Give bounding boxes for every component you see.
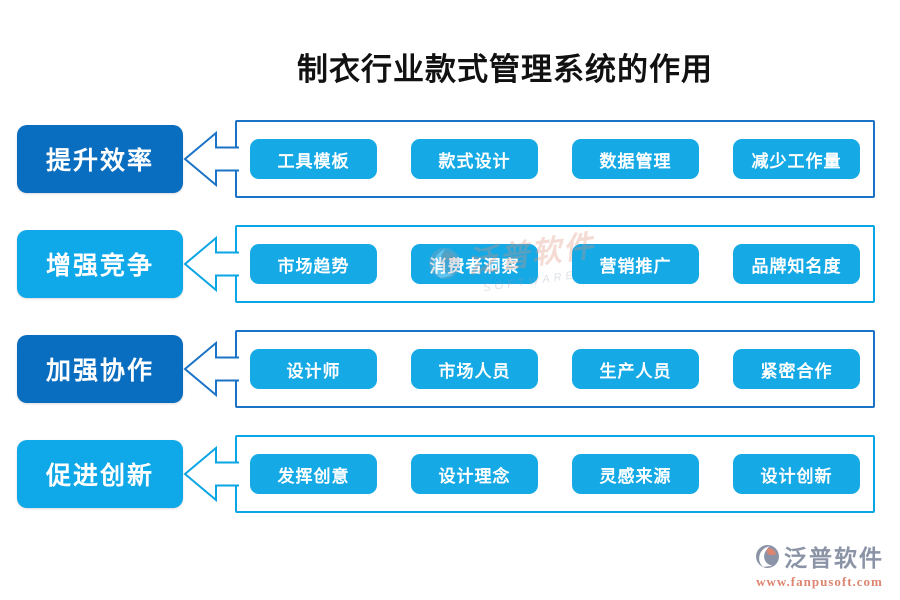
item-button: 品牌知名度 (733, 244, 860, 284)
page-title: 制衣行业款式管理系统的作用 (297, 52, 713, 88)
item-button: 紧密合作 (733, 349, 860, 389)
item-button: 消费者洞察 (411, 244, 538, 284)
benefit-label-text: 加强协作 (45, 356, 154, 385)
item-button: 营销推广 (572, 244, 699, 284)
benefit-row: 提升效率 工具模板款式设计数据管理减少工作量 (17, 120, 875, 198)
footer-brand: 泛普软件 www.fanpusoft.com (755, 539, 884, 590)
fanpu-logo-icon (756, 544, 779, 568)
item-button: 设计创新 (733, 454, 860, 494)
benefit-label-text: 提升效率 (45, 146, 154, 175)
benefit-label-button: 增强竞争 (17, 230, 183, 298)
item-button: 设计师 (250, 349, 377, 389)
item-button: 减少工作量 (733, 139, 860, 179)
benefit-row: 加强协作 设计师市场人员生产人员紧密合作 (17, 330, 875, 408)
item-button: 款式设计 (411, 139, 538, 179)
benefit-label-button: 促进创新 (17, 440, 183, 508)
items-box: 设计师市场人员生产人员紧密合作 (235, 330, 875, 408)
item-button: 数据管理 (572, 139, 699, 179)
left-arrow-icon (183, 340, 239, 398)
benefit-label-button: 加强协作 (17, 335, 183, 403)
item-button: 工具模板 (250, 139, 377, 179)
item-button: 市场人员 (411, 349, 538, 389)
items-box: 工具模板款式设计数据管理减少工作量 (235, 120, 875, 198)
left-arrow-icon (183, 130, 239, 188)
benefit-row: 促进创新 发挥创意设计理念灵感来源设计创新 (17, 435, 875, 513)
benefit-label-button: 提升效率 (17, 125, 183, 193)
footer-top: 泛普软件 (755, 539, 884, 573)
item-button: 灵感来源 (572, 454, 699, 494)
left-arrow-icon (183, 235, 239, 293)
item-button: 生产人员 (572, 349, 699, 389)
left-arrow-icon (183, 445, 239, 503)
footer-brand-text: 泛普软件 (784, 545, 884, 572)
items-box: 发挥创意设计理念灵感来源设计创新 (235, 435, 875, 513)
item-button: 发挥创意 (250, 454, 377, 494)
item-button: 设计理念 (411, 454, 538, 494)
benefit-label-text: 增强竞争 (45, 251, 154, 280)
footer-url: www.fanpusoft.com (756, 574, 883, 589)
rows-container: 提升效率 工具模板款式设计数据管理减少工作量 增强竞争 市场趋势消费者洞察营销推… (17, 120, 875, 540)
items-box: 市场趋势消费者洞察营销推广品牌知名度 (235, 225, 875, 303)
benefit-label-text: 促进创新 (45, 461, 154, 490)
benefit-row: 增强竞争 市场趋势消费者洞察营销推广品牌知名度 (17, 225, 875, 303)
item-button: 市场趋势 (250, 244, 377, 284)
